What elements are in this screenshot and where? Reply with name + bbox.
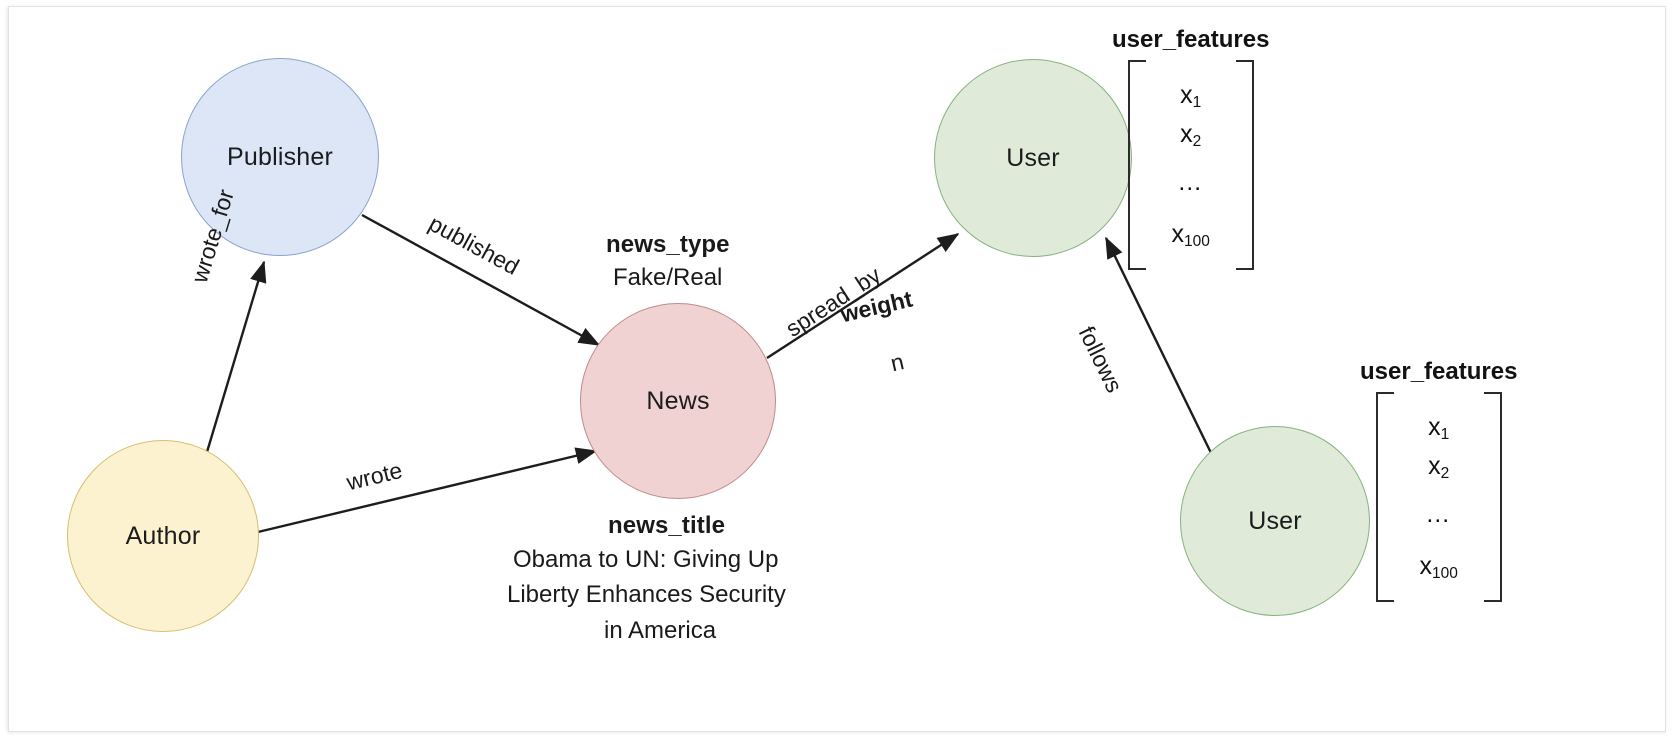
- matrix-row: x1: [1428, 413, 1450, 444]
- bracket-left-icon: [1375, 392, 1394, 602]
- node-label-publisher: Publisher: [226, 142, 334, 171]
- node-label-user-bottom: User: [1248, 506, 1302, 535]
- news-title-line-1: Obama to UN: Giving Up: [513, 546, 779, 573]
- news-title-line-2: Liberty Enhances Security: [507, 581, 786, 608]
- user-features-title-top: user_features: [1112, 26, 1270, 53]
- matrix-row-ellipsis: …: [1177, 168, 1205, 196]
- news-title-key: news_title: [608, 512, 726, 539]
- user-features-title-bottom: user_features: [1360, 358, 1518, 385]
- news-type-key: news_type: [606, 231, 730, 258]
- bracket-left-icon: [1127, 60, 1146, 270]
- matrix-row: x2: [1428, 452, 1450, 483]
- matrix-row: x100: [1171, 220, 1210, 251]
- matrix-row: x2: [1180, 120, 1202, 151]
- node-news[interactable]: News: [580, 303, 776, 499]
- node-author[interactable]: Author: [67, 440, 259, 632]
- matrix-row: x100: [1419, 552, 1458, 583]
- node-user-top[interactable]: User: [934, 59, 1132, 257]
- node-publisher[interactable]: Publisher: [181, 58, 379, 256]
- matrix-body-top: x1 x2 … x100: [1112, 60, 1269, 270]
- node-label-news: News: [646, 386, 710, 415]
- news-type-value: Fake/Real: [613, 264, 723, 291]
- bracket-right-icon: [1235, 60, 1254, 270]
- news-title-line-3: in America: [604, 617, 717, 644]
- bracket-right-icon: [1483, 392, 1502, 602]
- user-features-matrix-bottom: user_features x1 x2 … x100: [1360, 358, 1517, 602]
- matrix-rows-top: x1 x2 … x100: [1146, 60, 1236, 270]
- matrix-rows-bottom: x1 x2 … x100: [1394, 392, 1484, 602]
- matrix-body-bottom: x1 x2 … x100: [1360, 392, 1517, 602]
- node-label-author: Author: [125, 521, 201, 550]
- node-label-user-top: User: [1006, 143, 1060, 172]
- matrix-row-ellipsis: …: [1425, 500, 1453, 528]
- matrix-row: x1: [1180, 81, 1202, 112]
- node-user-bottom[interactable]: User: [1180, 426, 1370, 616]
- user-features-matrix-top: user_features x1 x2 … x100: [1112, 26, 1269, 270]
